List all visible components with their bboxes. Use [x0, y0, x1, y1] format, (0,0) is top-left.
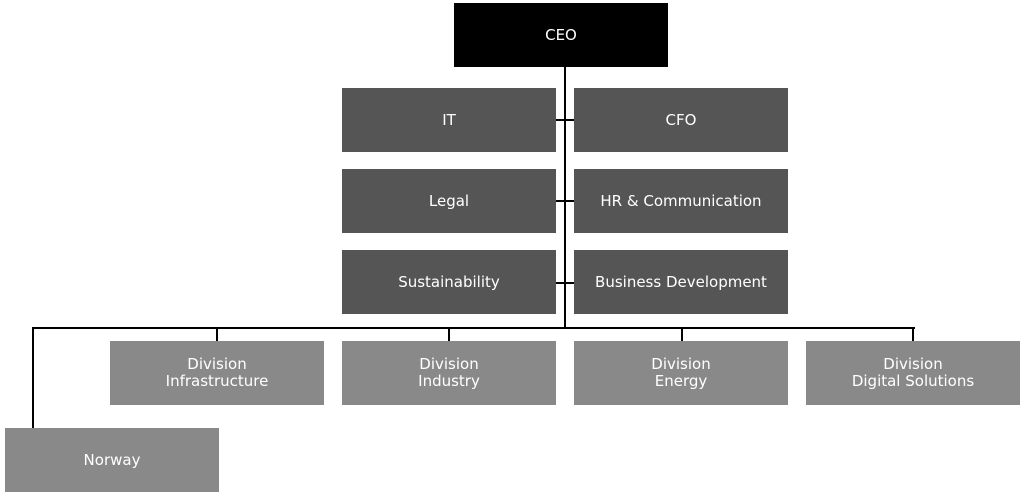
division-label-line2: Infrastructure — [165, 372, 269, 390]
division-label-line2: Energy — [654, 372, 708, 390]
staff-tick-it — [556, 119, 574, 121]
division-drop-infrastructure — [216, 327, 218, 341]
staff-box-business-development: Business Development — [574, 250, 788, 314]
staff-tick-legal — [556, 200, 574, 202]
staff-label: Business Development — [595, 272, 767, 291]
ceo-trunk-line — [564, 67, 566, 328]
division-label-line1: Division — [651, 355, 711, 373]
division-label-line2: Digital Solutions — [851, 372, 975, 390]
ceo-label: CEO — [545, 25, 577, 44]
ceo-box: CEO — [454, 3, 668, 67]
staff-label: CFO — [665, 110, 697, 129]
division-box-infrastructure: Division Infrastructure — [110, 341, 324, 405]
division-label-line2: Industry — [418, 372, 480, 390]
division-box-energy: Division Energy — [574, 341, 788, 405]
division-box-industry: Division Industry — [342, 341, 556, 405]
staff-box-it: IT — [342, 88, 556, 152]
staff-box-legal: Legal — [342, 169, 556, 233]
division-label-line1: Division — [419, 355, 479, 373]
staff-label: HR & Communication — [600, 191, 762, 210]
staff-label: IT — [442, 110, 456, 129]
staff-label: Legal — [428, 191, 470, 210]
division-drop-industry — [448, 327, 450, 341]
division-label-line1: Division — [883, 355, 943, 373]
country-box-norway: Norway — [5, 428, 219, 492]
country-label: Norway — [83, 450, 141, 469]
division-drop-digital — [912, 327, 914, 341]
staff-box-cfo: CFO — [574, 88, 788, 152]
staff-box-hr-communication: HR & Communication — [574, 169, 788, 233]
country-drop-line — [32, 327, 34, 428]
staff-box-sustainability: Sustainability — [342, 250, 556, 314]
division-box-digital-solutions: Division Digital Solutions — [806, 341, 1020, 405]
staff-tick-sustainability — [556, 282, 574, 284]
staff-label: Sustainability — [398, 272, 500, 291]
division-label-line1: Division — [187, 355, 247, 373]
division-drop-energy — [681, 327, 683, 341]
division-bus-line — [32, 327, 915, 329]
